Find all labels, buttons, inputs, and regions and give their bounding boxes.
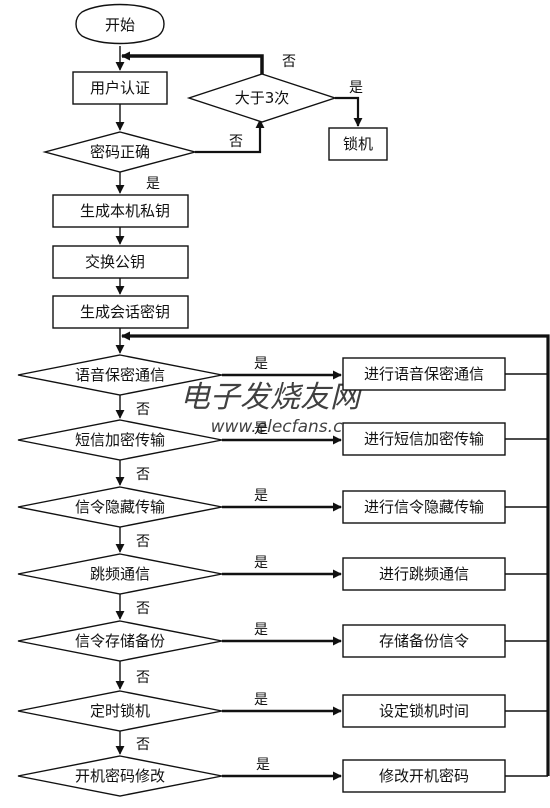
hop-action-box: 进行跳频通信 [342, 557, 548, 591]
lock-label: 锁机 [343, 135, 373, 153]
pwd-ok-decision: 密码正确 [42, 131, 198, 173]
edge-sig-yes-label: 是 [254, 488, 268, 504]
edge-gt3-yes-label: 是 [349, 80, 363, 96]
edge-timer-yes-label: 是 [254, 692, 268, 708]
edge-boot-yes-label: 是 [256, 757, 270, 773]
edge-store-no-label: 否 [136, 670, 150, 686]
watermark-cn: 电子发烧友网 [180, 380, 364, 415]
start-label: 开始 [105, 16, 135, 34]
edge-gt3-yes [335, 96, 363, 127]
edge-pwd-no [195, 119, 265, 154]
gen-key-box: 生成本机私钥 [52, 194, 189, 228]
hop-decision: 跳频通信 [17, 553, 223, 595]
edge-sig-no-label: 否 [136, 534, 150, 550]
gt3-label: 大于3次 [235, 89, 290, 107]
edge-hop-yes-label: 是 [254, 555, 268, 571]
timer-decision-label: 定时锁机 [90, 702, 150, 720]
edge-feedback-loop [121, 331, 550, 776]
lock-box: 锁机 [328, 127, 388, 161]
watermark: 电子发烧友网 www.elecfans.com [180, 380, 369, 437]
pwd-ok-label: 密码正确 [90, 143, 150, 161]
timer-action-box: 设定锁机时间 [342, 694, 548, 728]
edge-gt3-no-label: 否 [282, 54, 296, 70]
sms-decision-label: 短信加密传输 [75, 431, 165, 449]
voice-action-box: 进行语音保密通信 [342, 357, 548, 391]
boot-action-label: 修改开机密码 [379, 767, 469, 785]
edge-gt3-no [121, 51, 264, 74]
edge-sms-no-label: 否 [136, 467, 150, 483]
auth-box: 用户认证 [72, 71, 168, 105]
timer-decision: 定时锁机 [17, 690, 223, 732]
watermark-en: www.elecfans.com [211, 417, 370, 437]
sig-action-label: 进行信令隐藏传输 [364, 498, 484, 516]
edge-sms-yes-label: 是 [254, 421, 268, 437]
hop-action-label: 进行跳频通信 [379, 565, 469, 583]
exchange-box: 交换公钥 [52, 245, 189, 279]
sig-decision-label: 信令隐藏传输 [75, 498, 165, 516]
edge-pwd-yes-label: 是 [146, 176, 160, 192]
edge-timer-no-label: 否 [136, 737, 150, 753]
store-action-label: 存储备份信令 [379, 632, 469, 650]
timer-action-label: 设定锁机时间 [379, 702, 469, 720]
voice-action-label: 进行语音保密通信 [364, 365, 484, 383]
sig-decision: 信令隐藏传输 [17, 486, 223, 528]
session-key-label: 生成会话密钥 [80, 303, 170, 321]
exchange-label: 交换公钥 [85, 253, 145, 271]
auth-label: 用户认证 [90, 79, 150, 97]
store-decision-label: 信令存储备份 [75, 632, 165, 650]
voice-decision-label: 语音保密通信 [75, 366, 165, 384]
store-action-box: 存储备份信令 [342, 624, 548, 658]
gt3-decision: 大于3次 [186, 73, 338, 123]
store-decision: 信令存储备份 [17, 620, 223, 662]
edge-pwd-no-label: 否 [229, 134, 243, 150]
boot-decision: 开机密码修改 [17, 755, 223, 797]
boot-action-box: 修改开机密码 [342, 759, 548, 793]
edge-hop-no-label: 否 [136, 601, 150, 617]
sms-decision: 短信加密传输 [17, 419, 223, 461]
edge-voice-yes-label: 是 [254, 356, 268, 372]
boot-decision-label: 开机密码修改 [75, 767, 165, 785]
edge-store-yes-label: 是 [254, 622, 268, 638]
session-key-box: 生成会话密钥 [52, 295, 189, 329]
gen-key-label: 生成本机私钥 [80, 202, 170, 220]
sms-action-label: 进行短信加密传输 [364, 430, 484, 448]
edge-voice-no-label: 否 [136, 402, 150, 418]
start-node: 开始 [75, 3, 165, 45]
hop-decision-label: 跳频通信 [90, 565, 150, 583]
sms-action-box: 进行短信加密传输 [342, 422, 548, 456]
sig-action-box: 进行信令隐藏传输 [342, 490, 548, 524]
